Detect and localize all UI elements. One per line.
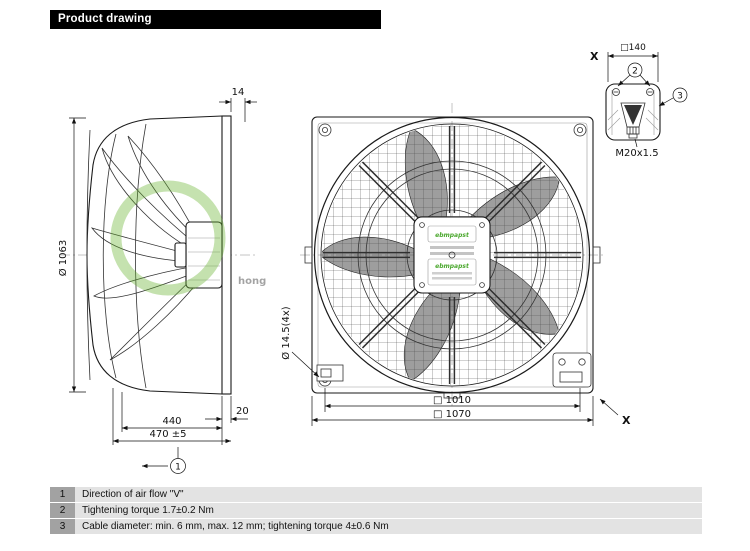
motor-fins xyxy=(188,237,220,281)
hub-shaft-side xyxy=(174,242,187,268)
watermark: hong xyxy=(110,180,266,296)
grille-ring-inner xyxy=(365,168,539,342)
detail-title: X xyxy=(590,50,599,63)
callout-2-label: 2 xyxy=(632,67,638,77)
dim-1010-1070: □ 1010 □ 1070 xyxy=(311,388,594,426)
hole-diameter-callout: Ø 14.5(4x) xyxy=(280,306,320,378)
cable-clamp xyxy=(316,364,344,382)
dim-diameter-label: Ø 1063 xyxy=(57,240,69,277)
gland-cone xyxy=(624,105,642,125)
legend-row: 2 Tightening torque 1.7±0.2 Nm xyxy=(50,503,702,518)
side-view: 14 Ø 1063 440 470 ±5 20 1 xyxy=(57,87,257,474)
legend-row-number: 2 xyxy=(50,503,75,518)
dim-1010-label: □ 1010 xyxy=(433,395,471,406)
dim-20-label: 20 xyxy=(236,406,249,417)
dim-diameter-1063: Ø 1063 xyxy=(57,117,86,393)
callout-1-circle xyxy=(170,458,186,474)
terminal-box-front xyxy=(552,352,592,388)
dim-holes-label: Ø 14.5(4x) xyxy=(280,306,292,359)
callout-3-circle xyxy=(672,87,688,103)
watermark-text: hong xyxy=(238,276,266,287)
view-x-bottom-label: X xyxy=(622,414,631,427)
watermark-swirl xyxy=(110,180,226,296)
mounting-plate-side xyxy=(221,115,232,395)
dim-440-label: 440 xyxy=(162,416,181,427)
view-x-arrow xyxy=(599,398,619,416)
page-title: Product drawing xyxy=(50,10,381,29)
thread-label: M20x1.5 xyxy=(615,148,658,159)
callout-2-circle xyxy=(627,62,643,78)
dim-1070-label: □ 1070 xyxy=(433,409,471,420)
legend-row-number: 1 xyxy=(50,487,75,502)
legend-row: 1 Direction of air flow "V" xyxy=(50,487,702,502)
terminal-box-detail xyxy=(605,83,661,141)
airflow-callout: 1 xyxy=(142,447,186,474)
legend-row: 3 Cable diameter: min. 6 mm, max. 12 mm;… xyxy=(50,519,702,534)
detail-view-x: X □140 2 xyxy=(590,43,688,159)
front-view: ebmpapst ebmpapst □ 1010 □ 1070 Ø 14.5(4… xyxy=(280,103,631,427)
right-tab xyxy=(592,246,601,264)
legend-row-text: Tightening torque 1.7±0.2 Nm xyxy=(75,503,702,518)
brand-label-top: ebmpapst xyxy=(435,232,470,239)
callout-1-label: 1 xyxy=(175,463,181,473)
callout-3-label: 3 xyxy=(677,92,683,102)
legend-row-text: Direction of air flow "V" xyxy=(75,487,702,502)
fan-ring-inner xyxy=(320,123,584,387)
hub-plate: ebmpapst ebmpapst xyxy=(406,209,498,301)
grille-ring-outer xyxy=(357,160,547,350)
hub-text-line-2 xyxy=(430,252,474,255)
dim-14-label: 14 xyxy=(232,87,245,98)
impeller-arc-2 xyxy=(135,123,147,389)
fan-ring-outer xyxy=(313,116,591,394)
legend-row-number: 3 xyxy=(50,519,75,534)
legend-table: 1 Direction of air flow "V" 2 Tightening… xyxy=(50,487,702,535)
dim-140-label: □140 xyxy=(620,43,646,53)
callout-3: 3 xyxy=(658,87,688,107)
impeller-front-edge xyxy=(86,129,91,381)
hub-text-line-1 xyxy=(430,246,474,249)
hub-text-line-3 xyxy=(432,272,472,275)
dim-440-470-20: 440 470 ±5 20 xyxy=(112,388,249,445)
left-tab xyxy=(304,246,313,264)
dim-14: 14 xyxy=(219,87,257,122)
legend-row-text: Cable diameter: min. 6 mm, max. 12 mm; t… xyxy=(75,519,702,534)
brand-label-bottom: ebmpapst xyxy=(435,263,470,270)
blade-profiles xyxy=(90,135,200,361)
dim-470-label: 470 ±5 xyxy=(149,429,186,440)
view-x-bottom: X xyxy=(599,398,631,427)
hub-text-line-4 xyxy=(432,277,472,280)
impeller-arc-1 xyxy=(102,133,117,379)
callout-2: 2 xyxy=(617,62,651,87)
